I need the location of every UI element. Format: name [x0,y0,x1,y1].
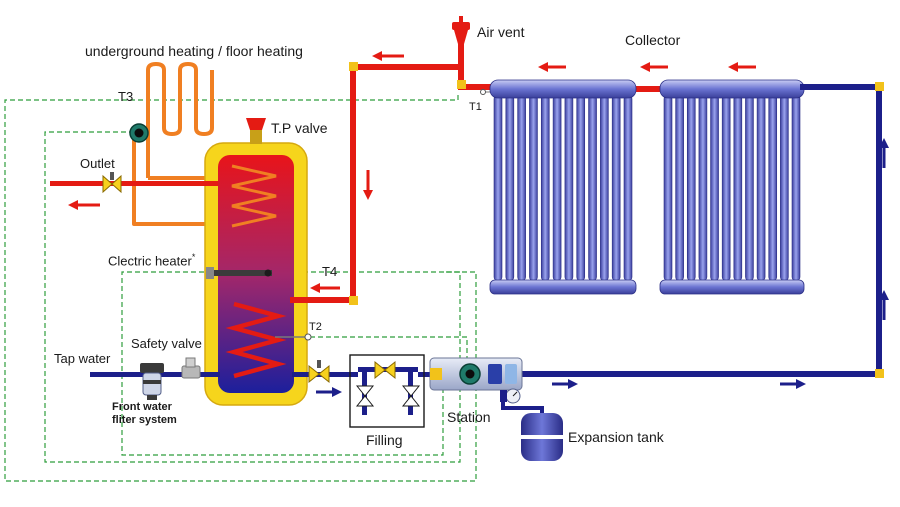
vacuum-tube [611,94,621,282]
flow-arrow-icon [316,387,342,397]
vacuum-tube [756,94,766,282]
safety-valve-label: Safety valve [131,336,202,351]
collector-panel-1 [489,79,637,295]
flow-arrow-icon [552,379,578,389]
supply-valve [308,360,330,384]
control-wire-t2 [310,336,468,358]
hot-solar-loop [290,44,664,303]
hot-loop-joints [349,62,466,305]
vacuum-tube [710,94,719,282]
collector-header [489,79,637,99]
vacuum-tube [505,94,515,282]
underfloor-heating-label: underground heating / floor heating [85,43,303,59]
flow-arrow-icon [728,62,756,72]
vacuum-tube [675,94,684,282]
vacuum-tube [517,94,526,282]
t2-label: T2 [309,321,322,333]
vacuum-tube [600,94,609,282]
flow-arrow-icon [640,62,668,72]
outlet-valve [102,172,122,194]
flow-arrow-icon [879,138,889,168]
outlet-label: Outlet [80,156,115,171]
flow-arrow-icon [780,379,806,389]
vacuum-tube [721,94,731,282]
vacuum-tube [529,94,538,282]
underfloor-heating-loop [132,62,214,226]
cold-loop-joints [875,82,884,378]
flow-arrow-icon [372,51,404,61]
upper-coil [231,164,277,228]
collector-bottom-rail [659,279,805,295]
filling-label: Filling [366,432,403,448]
electric-heater-label: Clectric heater* [108,252,196,269]
vacuum-tube [588,94,597,282]
vacuum-tube [733,94,743,282]
flow-arrow-icon [68,200,100,210]
vacuum-tube [663,94,673,282]
air-vent [452,16,470,44]
flow-arrow-icon [310,283,340,293]
flow-arrow-icon [363,170,373,200]
control-wire-t1 [4,95,477,482]
vacuum-tube [623,94,633,282]
expansion-tank [501,400,565,461]
vacuum-tube [540,94,550,282]
collector-header [659,79,805,99]
vacuum-tube [698,94,708,282]
air-vent-label: Air vent [477,24,525,40]
vacuum-tube [768,94,778,282]
t3-label: T3 [118,89,134,104]
collector-bottom-rail [489,279,637,295]
front-filter-label-line2: fliter system [112,414,177,426]
station-label: Station [447,409,491,425]
lower-coil [225,301,287,379]
front-water-filter [140,363,164,400]
collector-panel-2 [659,79,805,295]
tp-valve-label: T.P valve [271,120,328,136]
tp-valve [246,118,266,144]
vacuum-tube [780,94,789,282]
tap-water-label: Tap water [54,351,111,366]
vacuum-tube [564,94,574,282]
flow-arrow-icon [879,290,889,320]
vacuum-tube [552,94,562,282]
vacuum-tube [493,94,503,282]
safety-valve [181,357,201,379]
cold-solar-loop [520,84,882,377]
vacuum-tube [686,94,696,282]
flow-arrows [68,51,889,397]
outlet-pipe [50,181,218,186]
underfloor-pump [129,123,149,143]
expansion-tank-label: Expansion tank [568,429,664,445]
filling-unit [349,354,425,428]
collector-label: Collector [625,32,681,48]
control-wire-t3 [44,131,461,463]
vacuum-tube [791,94,801,282]
pump-station [429,357,523,404]
vacuum-tube [745,94,754,282]
t4-label: T4 [322,264,338,279]
vacuum-tube [576,94,586,282]
electric-heater-element [206,267,272,279]
front-filter-label-line1: Front water [112,401,172,413]
flow-arrow-icon [538,62,566,72]
t1-label: T1 [469,101,482,113]
